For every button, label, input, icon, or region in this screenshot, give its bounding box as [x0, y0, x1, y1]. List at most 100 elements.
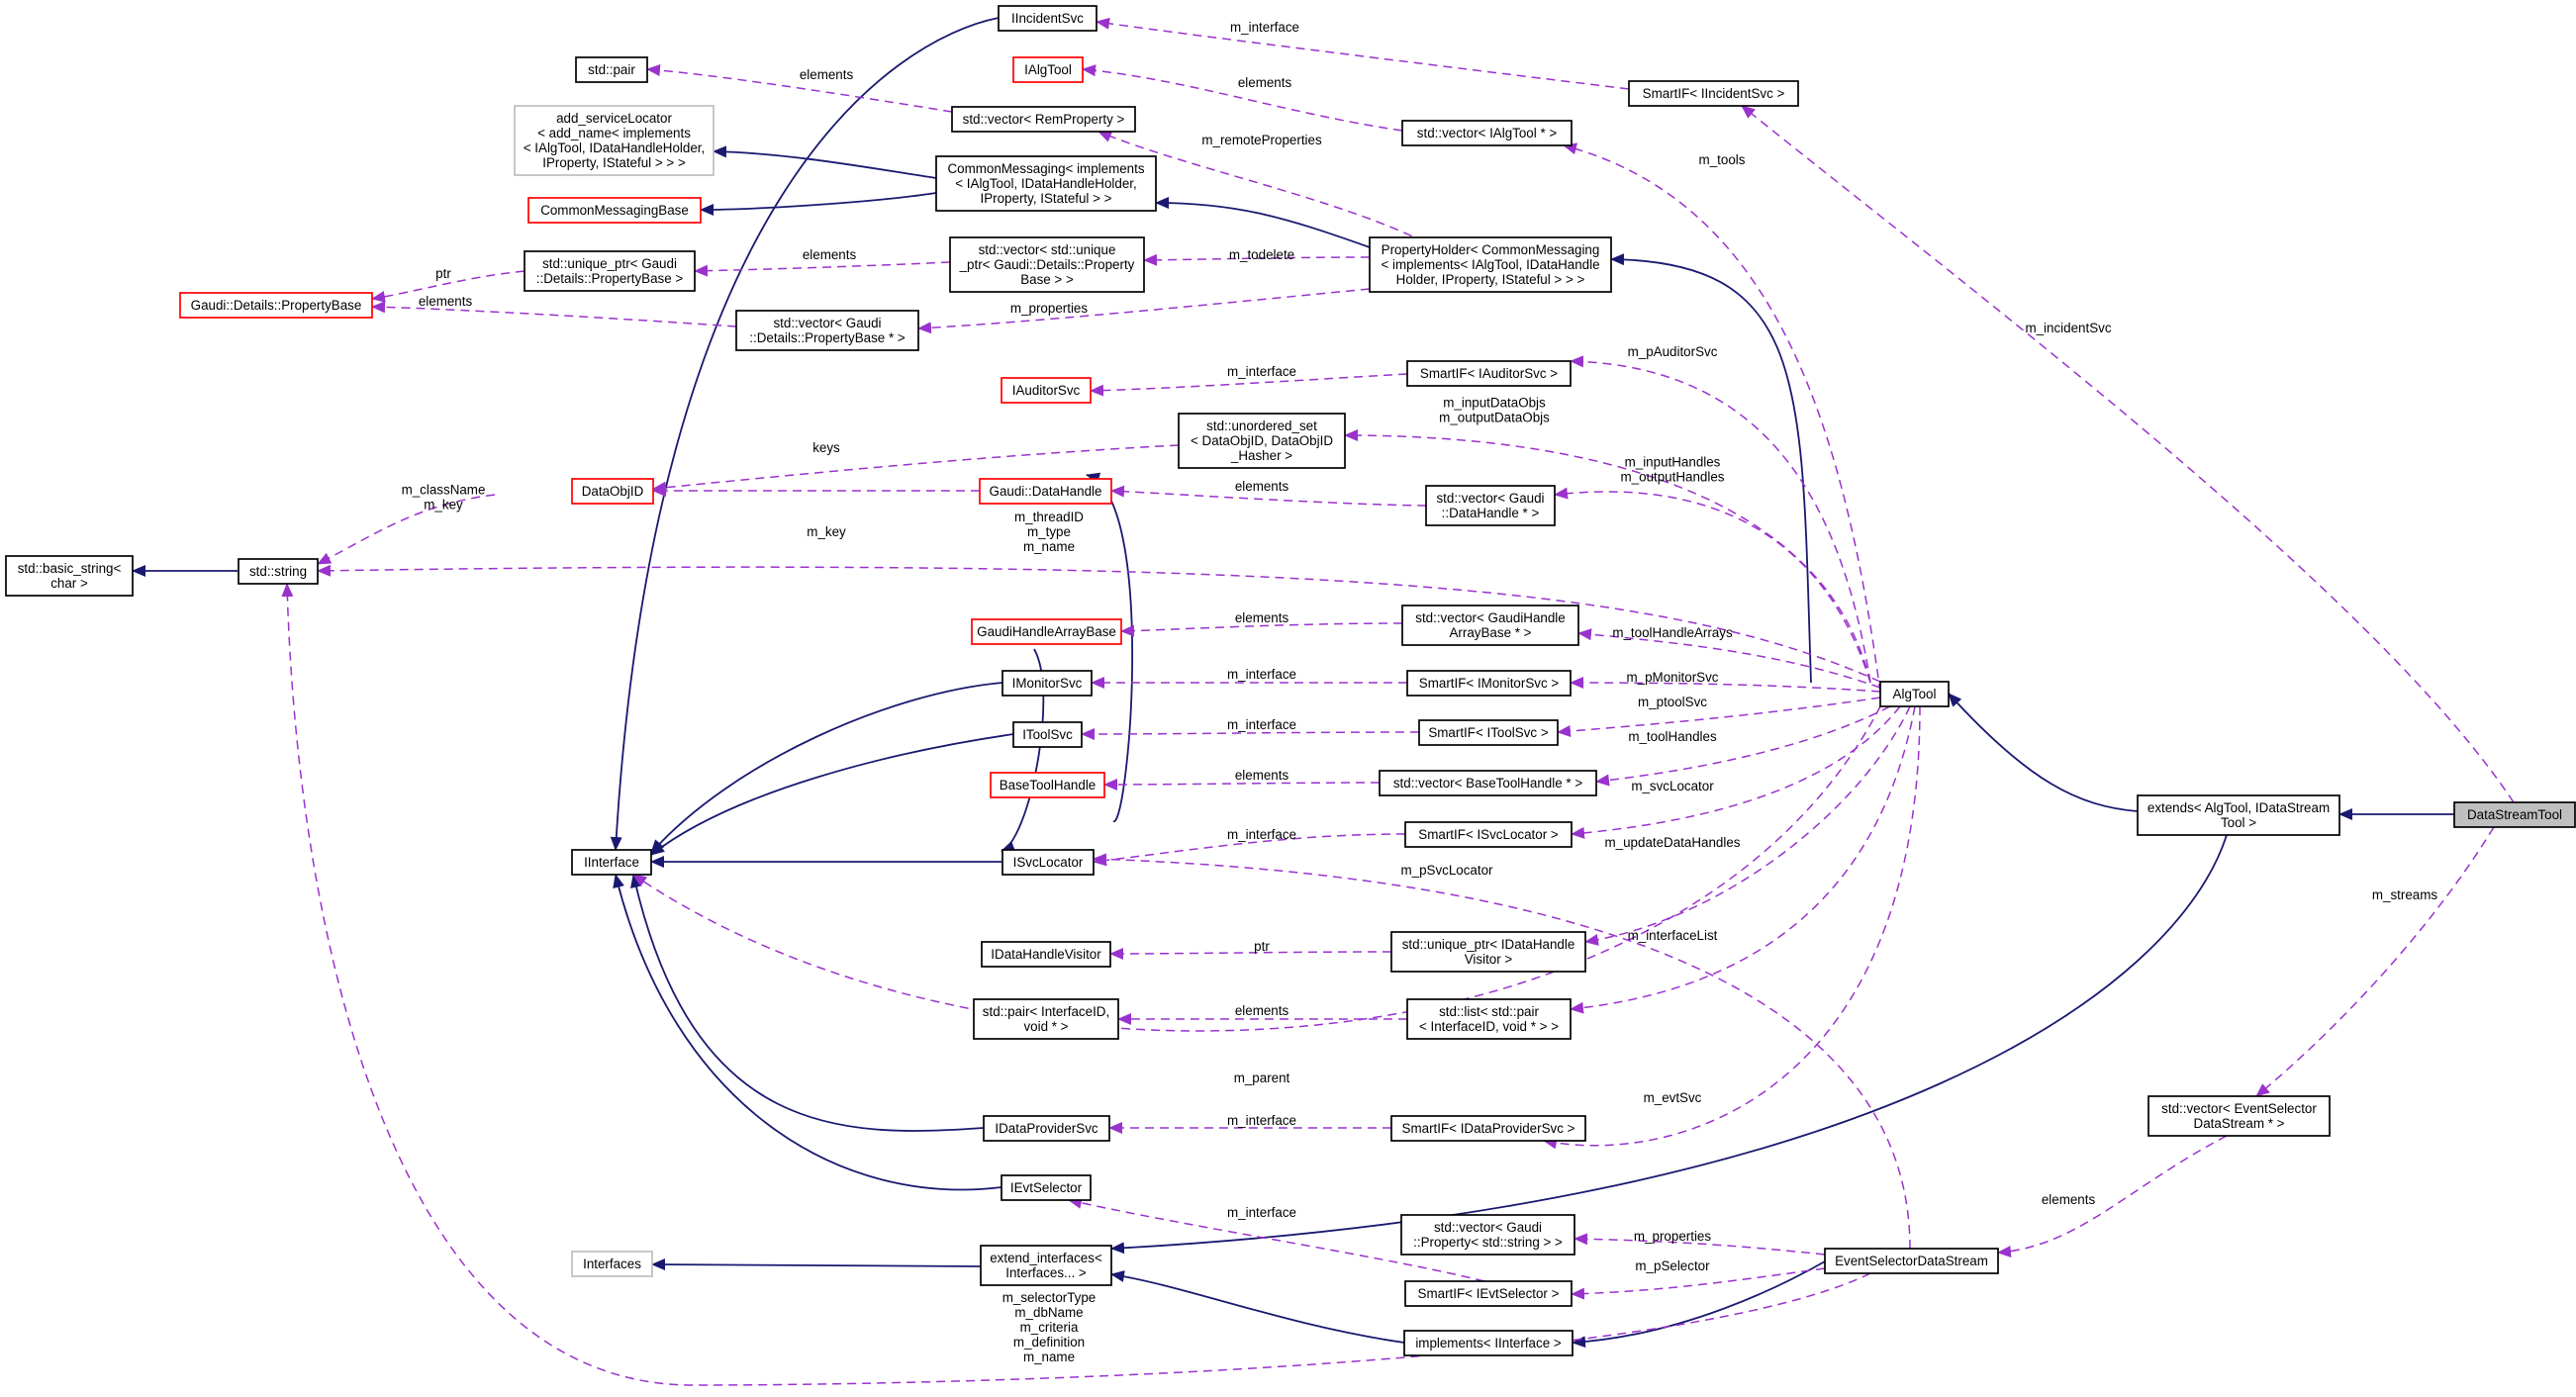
class-node-list-pair[interactable]: std::list< std::pair< InterfaceID, void …: [1406, 998, 1572, 1040]
class-node-std-string[interactable]: std::string: [238, 558, 319, 585]
class-node-data-obj-id[interactable]: DataObjID: [571, 478, 654, 505]
class-node-label-line: DataStreamTool: [2467, 807, 2562, 822]
usage-edge-50: [1584, 705, 1911, 946]
class-node-label: DataObjID: [582, 484, 644, 499]
edge-label-line: ptr: [1254, 939, 1270, 954]
class-node-pair-interface-id[interactable]: std::pair< InterfaceID,void * >: [973, 998, 1119, 1040]
class-node-alg-tool[interactable]: AlgTool: [1879, 681, 1950, 707]
usage-edge-55: [2255, 826, 2495, 1097]
class-node-vector-property-base-ptr[interactable]: std::vector< Gaudi::Details::PropertyBas…: [735, 310, 919, 351]
class-node-label: Gaudi::Details::PropertyBase: [191, 298, 362, 313]
class-node-idata-provider-svc[interactable]: IDataProviderSvc: [983, 1115, 1110, 1142]
usage-edge-40: [1120, 622, 1403, 637]
class-node-vector-ialg-tool[interactable]: std::vector< IAlgTool * >: [1401, 120, 1573, 146]
class-node-label: std::vector< std::unique_ptr< Gaudi::Det…: [959, 242, 1135, 287]
class-node-data-stream-tool[interactable]: DataStreamTool: [2453, 801, 2576, 828]
class-node-box: [981, 941, 1111, 968]
class-node-basic-string[interactable]: std::basic_string<char >: [5, 555, 134, 597]
class-node-gaudi-handle-array-base[interactable]: GaudiHandleArrayBase: [971, 618, 1122, 645]
class-node-label: std::unordered_set< DataObjID, DataObjID…: [1191, 419, 1333, 463]
class-node-label-line: std::vector< IAlgTool * >: [1417, 126, 1558, 140]
edge-label-line: m_interfaceList: [1628, 928, 1718, 943]
class-node-unique-ptr-property-base[interactable]: std::unique_ptr< Gaudi::Details::Propert…: [524, 250, 696, 292]
class-node-data-handle[interactable]: Gaudi::DataHandle: [979, 478, 1112, 505]
class-node-implements-iinterface[interactable]: implements< IInterface >: [1403, 1330, 1574, 1356]
inheritance-edge-12: [613, 874, 1002, 1191]
edge-label-ptr-dhv: ptr: [1254, 939, 1270, 954]
class-node-label-line: std::vector< Gaudi: [773, 316, 881, 330]
class-node-box: [1001, 1174, 1092, 1201]
edge-label-line: m_interface: [1227, 717, 1296, 732]
class-node-smart-if-imonitor-svc[interactable]: SmartIF< IMonitorSvc >: [1406, 670, 1572, 697]
edge-label-m-interface-auditor: m_interface: [1227, 364, 1296, 379]
class-node-label-line: IToolSvc: [1022, 727, 1073, 742]
class-node-smart-if-ievt-selector[interactable]: SmartIF< IEvtSelector >: [1404, 1280, 1573, 1307]
edge-label-elements-bth: elements: [1235, 768, 1289, 783]
class-node-property-holder[interactable]: PropertyHolder< CommonMessaging< impleme…: [1369, 236, 1612, 293]
class-node-box: [1406, 670, 1572, 697]
class-node-iincident-svc[interactable]: IIncidentSvc: [998, 5, 1097, 32]
usage-edge-20: [1096, 17, 1630, 90]
class-node-common-messaging[interactable]: CommonMessaging< implements< IAlgTool, I…: [935, 155, 1157, 212]
class-node-label-line: std::vector< Gaudi: [1436, 491, 1544, 506]
edge-label-line: m_pMonitorSvc: [1626, 670, 1718, 685]
class-node-ialg-tool[interactable]: IAlgTool: [1012, 56, 1084, 83]
class-node-label-line: char >: [50, 576, 88, 591]
class-node-label: CommonMessagingBase: [540, 203, 689, 218]
class-node-label-line: extends< AlgTool, IDataStream: [2147, 800, 2330, 815]
class-node-label-line: < implements< IAlgTool, IDataHandle: [1381, 257, 1599, 272]
class-node-iauditor-svc[interactable]: IAuditorSvc: [1001, 377, 1092, 404]
class-node-std-pair[interactable]: std::pair: [575, 56, 648, 83]
class-node-base-tool-handle[interactable]: BaseToolHandle: [990, 772, 1105, 798]
class-node-add-service-locator[interactable]: add_serviceLocator< add_name< implements…: [514, 105, 715, 176]
class-node-box: [1406, 360, 1572, 387]
class-node-interfaces[interactable]: Interfaces: [571, 1251, 653, 1277]
class-node-box: [2137, 794, 2340, 836]
class-node-label-line: SmartIF< IToolSvc >: [1428, 725, 1548, 740]
class-node-smart-if-idata-provider-svc[interactable]: SmartIF< IDataProviderSvc >: [1390, 1115, 1586, 1142]
class-node-unordered-set[interactable]: std::unordered_set< DataObjID, DataObjID…: [1178, 413, 1346, 469]
edge-label-m-interface-svcloc: m_interface: [1227, 827, 1296, 842]
edge-label-line: m_interface: [1227, 1113, 1296, 1128]
class-node-isvc-locator[interactable]: ISvcLocator: [1002, 849, 1095, 876]
class-node-imonitor-svc[interactable]: IMonitorSvc: [1002, 670, 1093, 697]
class-node-smart-if-itool-svc[interactable]: SmartIF< IToolSvc >: [1418, 719, 1559, 746]
class-node-iinterface[interactable]: IInterface: [571, 849, 652, 876]
class-node-smart-if-iincident-svc[interactable]: SmartIF< IIncidentSvc >: [1628, 80, 1799, 107]
class-node-smart-if-isvc-locator[interactable]: SmartIF< ISvcLocator >: [1404, 821, 1573, 848]
class-node-label: SmartIF< IMonitorSvc >: [1419, 676, 1560, 691]
class-node-label-line: IAlgTool: [1024, 62, 1072, 77]
class-node-vector-property-string[interactable]: std::vector< Gaudi::Property< std::strin…: [1400, 1214, 1575, 1256]
edge-label-m-incident-svc: m_incidentSvc: [2025, 321, 2111, 335]
class-node-event-selector-data-stream[interactable]: EventSelectorDataStream: [1824, 1248, 1999, 1274]
edge-label-m-p-selector: m_pSelector: [1635, 1258, 1710, 1273]
class-node-property-base[interactable]: Gaudi::Details::PropertyBase: [179, 292, 373, 319]
class-node-vector-unique-ptr[interactable]: std::vector< std::unique_ptr< Gaudi::Det…: [949, 236, 1145, 293]
class-node-vector-base-tool-handle[interactable]: std::vector< BaseToolHandle * >: [1379, 770, 1597, 796]
class-node-label-line: std::vector< EventSelector: [2161, 1101, 2317, 1116]
class-node-itool-svc[interactable]: IToolSvc: [1012, 721, 1083, 748]
class-node-vector-data-handle[interactable]: std::vector< Gaudi::DataHandle * >: [1425, 485, 1556, 526]
edge-label-m-interface-evtsel: m_interface: [1227, 1205, 1296, 1220]
class-node-vector-rem-property[interactable]: std::vector< RemProperty >: [951, 106, 1136, 133]
class-node-box: [935, 155, 1157, 212]
usage-edge-29: [371, 301, 737, 327]
edge-label-line: m_incidentSvc: [2025, 321, 2111, 335]
class-node-extend-interfaces[interactable]: extend_interfaces<Interfaces... >: [980, 1245, 1112, 1286]
class-node-idata-handle-visitor[interactable]: IDataHandleVisitor: [981, 941, 1111, 968]
edge-label-line: elements: [800, 67, 854, 82]
class-node-smart-if-iauditor-svc[interactable]: SmartIF< IAuditorSvc >: [1406, 360, 1572, 387]
class-node-ievt-selector[interactable]: IEvtSelector: [1001, 1174, 1092, 1201]
edge-label-line: m_remoteProperties: [1201, 133, 1322, 147]
usage-edge-62: [1571, 1267, 1826, 1300]
usage-edge-60: [1068, 1196, 1485, 1282]
class-node-box: [1879, 681, 1950, 707]
class-node-common-messaging-base[interactable]: CommonMessagingBase: [527, 197, 702, 224]
edge-label-line: m_type: [1027, 524, 1071, 539]
